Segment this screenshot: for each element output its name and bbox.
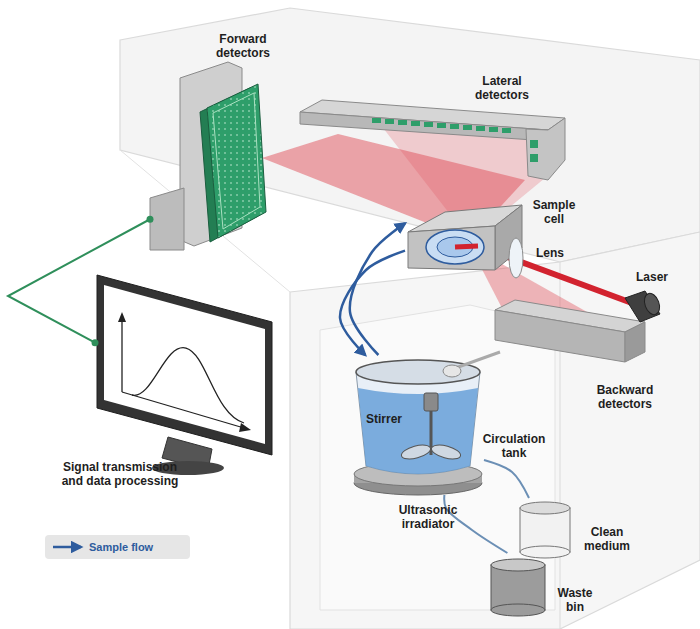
jar-lid xyxy=(520,502,570,514)
lens xyxy=(509,238,523,278)
clean-medium-jar xyxy=(520,508,570,552)
flow-tube xyxy=(484,460,529,498)
part-label: Forward detectors xyxy=(197,32,289,61)
part-label: Lens xyxy=(536,246,576,260)
chart-y-axis xyxy=(121,318,122,392)
backward-detector-front xyxy=(495,310,625,362)
lateral-bar-arm xyxy=(526,118,565,180)
part-label: Lateral detectors xyxy=(466,74,538,103)
part-label: Signal transmission and data processing xyxy=(55,460,185,489)
lateral-detector-cell xyxy=(398,120,407,125)
laser-end xyxy=(642,291,663,316)
housing-compartment xyxy=(320,305,555,610)
legend-entry: Sample flow xyxy=(45,535,190,559)
node-label: Clean medium xyxy=(576,525,638,554)
monitor-frame xyxy=(97,275,272,455)
monitor: Signal transmission and data processing xyxy=(95,272,275,458)
part-label: Clean medium xyxy=(576,525,638,554)
tank-rim xyxy=(356,360,480,384)
lateral-detector-cell xyxy=(372,118,381,123)
part-label: Sample cell xyxy=(526,198,582,227)
tank-glass xyxy=(356,372,480,474)
stirrer-blade xyxy=(400,442,432,461)
flow-tube xyxy=(350,223,405,355)
lateral-detector-cell xyxy=(385,119,394,124)
lateral-detector-cell xyxy=(502,128,511,133)
signal-wire xyxy=(8,219,150,342)
stirrer-motor xyxy=(424,393,438,411)
forward-scatter xyxy=(262,134,525,240)
lateral-detector-cell xyxy=(424,122,433,127)
legend-swatch xyxy=(45,535,89,559)
lateral-detector-cell xyxy=(489,127,498,132)
jar: Clean medium xyxy=(518,498,573,558)
wire-end-dot xyxy=(147,216,154,223)
wire-end-dot xyxy=(92,339,99,346)
node-label: Signal transmission and data processing xyxy=(55,460,185,489)
monitor-screen xyxy=(104,285,265,444)
lateral-detector-cell xyxy=(530,154,538,162)
housing-body xyxy=(290,232,700,629)
flow-tube xyxy=(340,251,405,355)
jar-bottom xyxy=(491,604,545,616)
part-label: Circulation tank xyxy=(478,432,550,461)
legend: Sample flow xyxy=(45,535,190,559)
part-label: Waste bin xyxy=(552,586,598,615)
node-label: Waste bin xyxy=(552,586,598,615)
node-label: Forward detectors xyxy=(197,32,289,61)
part-label: Backward detectors xyxy=(585,383,665,412)
bracket-foot xyxy=(150,188,184,250)
node-label: Circulation tank xyxy=(478,432,550,461)
jar: Waste bin xyxy=(490,553,548,615)
lateral-detector-cell xyxy=(463,125,472,130)
lateral-detector-cell xyxy=(450,124,459,129)
sample-cell-window xyxy=(426,230,484,264)
legend-arrow xyxy=(53,546,81,549)
forward-detector-panel xyxy=(207,84,266,238)
tank-liquid xyxy=(358,388,478,474)
backward-detector-side xyxy=(625,322,645,362)
axis-arrowhead xyxy=(118,312,126,322)
lateral-detector-cell xyxy=(411,121,420,126)
jar-bottom xyxy=(520,546,570,558)
lateral-detector-cell xyxy=(530,140,538,148)
sample-cell: Sample cell xyxy=(405,203,525,271)
housing-top xyxy=(120,8,700,262)
lateral-bar-front xyxy=(300,112,548,141)
lateral-detector-cell xyxy=(437,123,446,128)
sample-cell-front xyxy=(408,226,495,270)
stirrer-blade xyxy=(430,442,462,461)
spoon-bowl xyxy=(443,365,461,377)
panel-frame xyxy=(213,93,260,229)
axis-arrowhead xyxy=(239,423,251,432)
lateral-detector-cell xyxy=(476,126,485,131)
laser-beam xyxy=(455,246,478,247)
distribution-curve xyxy=(132,348,244,423)
jar-lid xyxy=(491,559,545,571)
legend-label: Sample flow xyxy=(89,541,153,553)
part-label: Stirrer xyxy=(366,412,416,426)
detector-panel: Forward detectors xyxy=(150,62,270,247)
node-label: Sample cell xyxy=(526,198,582,227)
waste-bin-jar xyxy=(491,565,545,610)
part-label: Ultrasonic irradiator xyxy=(386,503,470,532)
part-label: Laser xyxy=(636,270,686,284)
